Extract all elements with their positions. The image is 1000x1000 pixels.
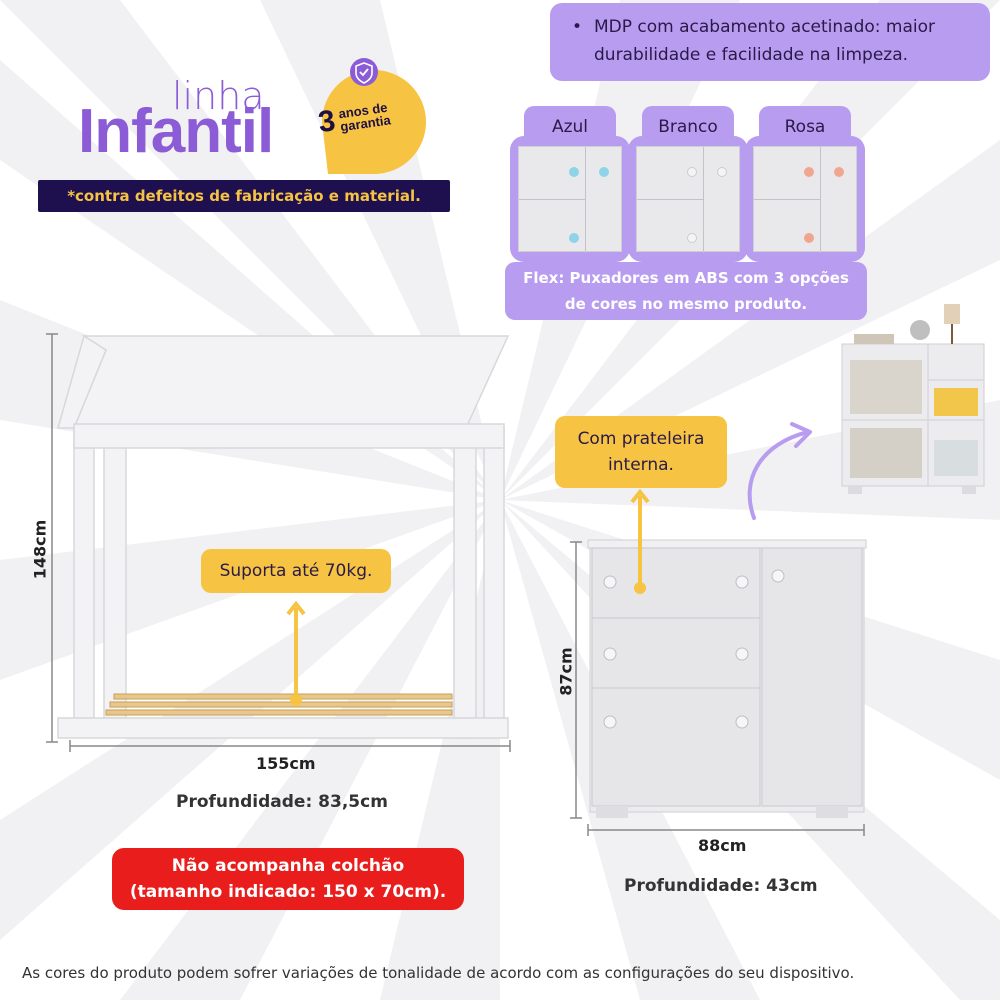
cabinet-width-label: 88cm (698, 836, 747, 855)
support-note: Suporta até 70kg. (201, 549, 391, 593)
mini-cabinet-azul (518, 146, 622, 253)
down-arrow-icon (630, 488, 650, 594)
flex-line1: Flex: Puxadores em ABS com 3 opções (523, 269, 849, 287)
knob-icon (569, 233, 579, 243)
badge-words: anos de garantia (338, 100, 392, 135)
up-arrow-icon (286, 600, 306, 706)
knob-icon (569, 167, 579, 177)
decorated-cabinet-image (841, 304, 985, 494)
knob-icon (599, 167, 609, 177)
shelf-note: Com prateleira interna. (555, 416, 727, 488)
shelf-line2: interna. (608, 455, 674, 475)
mdp-line2: durabilidade e facilidade na limpeza. (594, 45, 909, 65)
flex-line2: de cores no mesmo produto. (564, 295, 808, 313)
mini-cabinet-rosa (753, 146, 857, 253)
variant-swatch-branco (628, 136, 748, 262)
mdp-line1: MDP com acabamento acetinado: maior (594, 17, 935, 37)
footer-disclaimer: As cores do produto podem sofrer variaçõ… (22, 964, 855, 982)
mattress-note: Não acompanha colchão (tamanho indicado:… (112, 848, 464, 910)
mini-cabinet-branco (636, 146, 740, 253)
logo-infantil-text: Infantil (78, 97, 274, 166)
mattress-line2: (tamanho indicado: 150 x 70cm). (129, 882, 447, 902)
variant-swatch-rosa (745, 136, 865, 262)
knob-icon (717, 167, 727, 177)
warranty-note: *contra defeitos de fabricação e materia… (38, 180, 450, 212)
cabinet-depth-label: Profundidade: 43cm (624, 876, 818, 896)
curved-arrow-icon (747, 422, 812, 520)
bed-width-label: 155cm (256, 754, 316, 773)
mattress-line1: Não acompanha colchão (171, 856, 405, 876)
knob-icon (834, 167, 844, 177)
knob-icon (804, 167, 814, 177)
bed-height-label: 148cm (30, 519, 50, 580)
knob-icon (687, 233, 697, 243)
cabinet-height-label: 87cm (556, 647, 576, 696)
bed-depth-label: Profundidade: 83,5cm (176, 792, 388, 812)
badge-number: 3 (316, 104, 338, 140)
shelf-line1: Com prateleira (577, 429, 705, 449)
warranty-badge-icon (322, 58, 426, 174)
knob-icon (687, 167, 697, 177)
logo-linha-text: linha (172, 74, 265, 118)
flex-note: Flex: Puxadores em ABS com 3 opções de c… (505, 262, 867, 320)
cabinet-drawing (570, 539, 867, 836)
variant-swatch-azul (510, 136, 630, 262)
house-bed-drawing (46, 333, 511, 752)
knob-icon (804, 233, 814, 243)
bullet: • (572, 17, 583, 37)
mdp-note: • MDP com acabamento acetinado: maior du… (550, 3, 990, 81)
